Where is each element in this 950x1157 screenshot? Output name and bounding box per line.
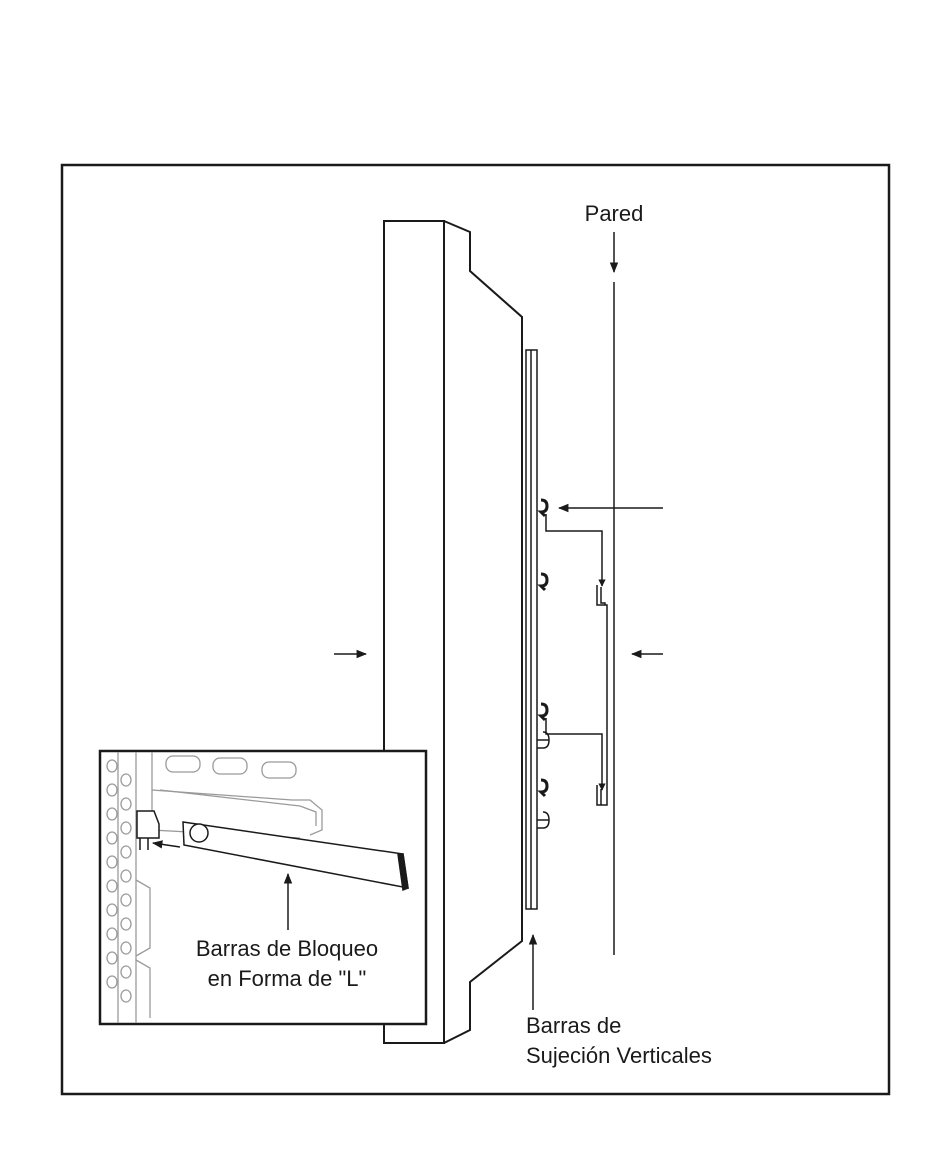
detail-inset: Barras de Bloqueo en Forma de "L" xyxy=(100,751,426,1024)
plate-hooks xyxy=(541,500,547,796)
lock-bars-label-line2: en Forma de "L" xyxy=(208,966,367,991)
lock-bars-label-line1: Barras de Bloqueo xyxy=(196,936,378,961)
hang-arrow-lower xyxy=(546,718,602,790)
hang-arrow-upper xyxy=(546,514,602,586)
mounting-plate xyxy=(526,350,537,909)
wall-label: Pared xyxy=(585,201,644,226)
vertical-bars-label-line2: Sujeción Verticales xyxy=(526,1043,712,1068)
vertical-bars-label-line1: Barras de xyxy=(526,1013,621,1038)
